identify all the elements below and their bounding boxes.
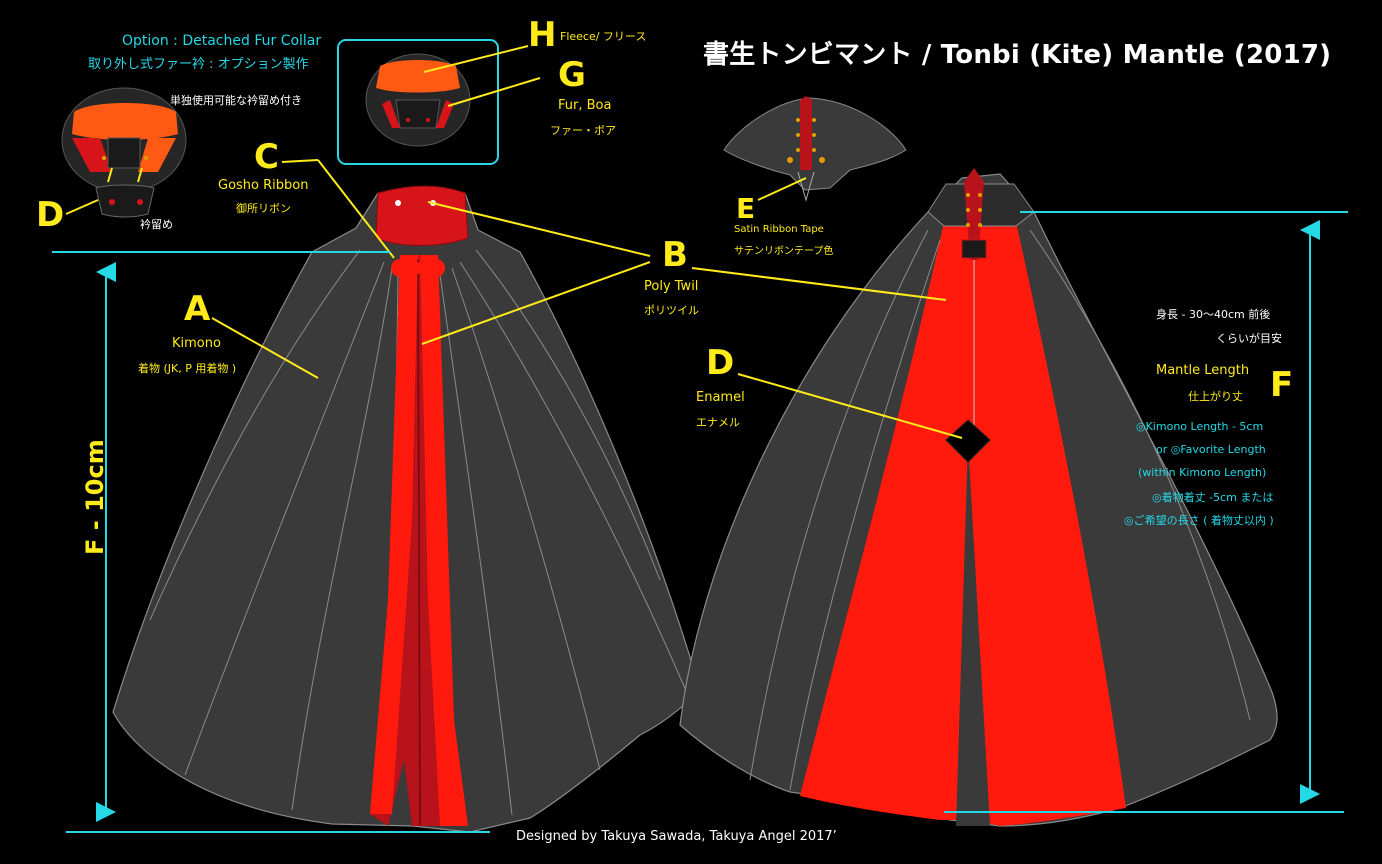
label-c-letter: C <box>254 137 279 177</box>
label-h-en: Fleece/ フリース <box>560 30 647 43</box>
label-a-en: Kimono <box>172 336 221 351</box>
label-e-letter: E <box>736 192 756 225</box>
length-note-4: ◎着物着丈 -5cm または <box>1152 491 1274 504</box>
label-d-collar-letter: D <box>36 195 65 235</box>
label-e-en: Satin Ribbon Tape <box>734 224 824 235</box>
front-cape <box>112 185 701 833</box>
label-f-en: Mantle Length <box>1156 363 1250 378</box>
back-cape <box>679 168 1278 827</box>
fur-collar-frame <box>337 39 499 165</box>
label-f-letter: F <box>1270 365 1294 405</box>
option-note: 単独使用可能な衿留め付き <box>170 94 302 107</box>
label-g-en: Fur, Boa <box>558 98 612 113</box>
label-c-jp: 御所リボン <box>236 202 291 215</box>
option-collar-detail <box>61 87 187 218</box>
label-b-en: Poly Twil <box>644 279 699 294</box>
measurement-lines <box>52 211 1348 833</box>
label-b-letter: B <box>662 235 688 275</box>
back-collar-detail <box>723 96 907 202</box>
label-g-letter: G <box>558 55 586 95</box>
label-e-jp: サテンリボンテープ色 <box>734 246 834 257</box>
height-note-line1: 身長 - 30〜40cm 前後 <box>1156 308 1271 321</box>
label-d-back-jp: エナメル <box>696 416 740 429</box>
option-title-en: Option : Detached Fur Collar <box>122 33 322 49</box>
length-note-5: ◎ご希望の長さ ( 着物丈以内 ) <box>1124 514 1274 527</box>
height-note-line2: くらいが目安 <box>1216 332 1282 345</box>
label-d-back-letter: D <box>706 343 735 383</box>
clasp-label: 衿留め <box>140 218 173 231</box>
length-note-2: or ◎Favorite Length <box>1156 443 1266 456</box>
fur-collar-detail <box>365 53 471 147</box>
leader-lines <box>65 45 963 439</box>
label-d-back-en: Enamel <box>696 390 745 405</box>
gosho-ribbon <box>391 259 445 311</box>
option-title-jp: 取り外し式ファー衿 : オプション製作 <box>88 57 309 72</box>
label-b-jp: ポリツイル <box>644 304 699 317</box>
label-g-jp: ファー・ボア <box>550 124 616 137</box>
length-note-3: (within Kimono Length) <box>1138 466 1267 479</box>
back-pleat-lines <box>749 229 1251 791</box>
dimension-left-label: F - 10cm <box>81 439 109 555</box>
page-title: 書生トンビマント / Tonbi (Kite) Mantle (2017) <box>703 40 1332 70</box>
label-c-en: Gosho Ribbon <box>218 178 309 193</box>
length-note-1: ◎Kimono Length - 5cm <box>1136 420 1264 433</box>
label-a-jp: 着物 (JK, P 用着物 ) <box>138 362 237 375</box>
designer-credit: Designed by Takuya Sawada, Takuya Angel … <box>516 829 837 844</box>
label-f-jp: 仕上がり丈 <box>1188 390 1243 403</box>
label-h-letter: H <box>528 15 557 55</box>
label-a-letter: A <box>184 289 211 329</box>
